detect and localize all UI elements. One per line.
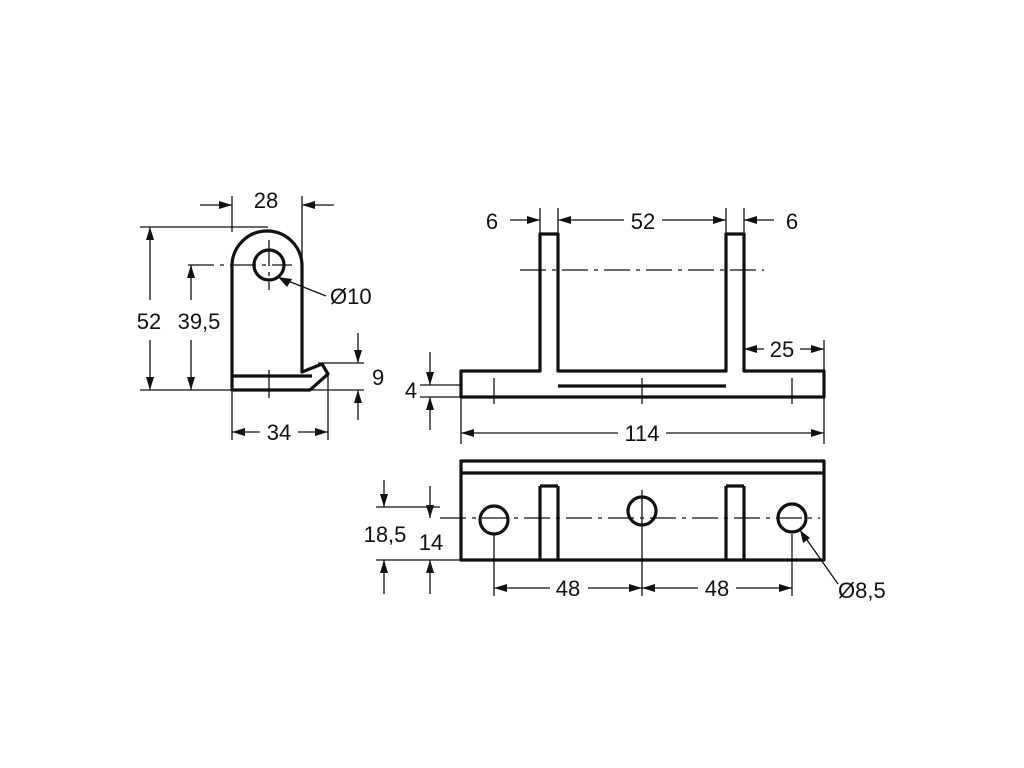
arrowhead [461, 429, 474, 437]
arrowhead [187, 265, 195, 278]
arrowhead [232, 428, 245, 436]
arrowhead [302, 201, 315, 209]
side-view-outline [230, 229, 330, 392]
arrowhead [744, 216, 757, 224]
arrowhead [380, 494, 388, 507]
dim-label-4: 4 [405, 378, 417, 403]
arrowhead [527, 216, 540, 224]
dim-label-52-height: 52 [137, 309, 161, 334]
top-view: 18,5 14 48 48 Ø8,5 [364, 459, 886, 603]
arrowhead [642, 584, 655, 592]
dim-label-52-span: 52 [631, 209, 655, 234]
dim-label-25: 25 [770, 337, 794, 362]
dim-label-48-right: 48 [705, 576, 729, 601]
side-view: 28 52 39,5 Ø10 9 34 [137, 188, 384, 445]
arrowhead [426, 560, 434, 573]
top-view-hole-right [776, 502, 808, 534]
arrowhead [811, 345, 824, 353]
dim-label-114: 114 [624, 421, 659, 446]
arrowhead [713, 216, 726, 224]
arrowhead [811, 429, 824, 437]
arrowhead [779, 584, 792, 592]
arrowhead [315, 428, 328, 436]
dim-label-9: 9 [372, 365, 384, 390]
front-view-outline [459, 232, 826, 399]
dim-label-18-5: 18,5 [364, 522, 407, 547]
dim-label-d10: Ø10 [330, 284, 372, 309]
arrowhead [146, 377, 154, 390]
dim-label-39-5: 39,5 [178, 309, 221, 334]
top-view-hole-left [478, 504, 510, 536]
dim-label-28: 28 [254, 188, 278, 213]
dim-label-14: 14 [419, 530, 443, 555]
front-view: 6 52 6 25 4 114 [405, 208, 826, 446]
dim-label-6-left: 6 [486, 209, 498, 234]
arrowhead [744, 345, 757, 353]
arrowhead [800, 530, 810, 543]
dim-label-34: 34 [267, 420, 291, 445]
arrowhead [146, 227, 154, 240]
arrowhead [629, 584, 642, 592]
arrowhead [278, 277, 292, 287]
arrowhead [494, 584, 507, 592]
dim-label-48-left: 48 [556, 576, 580, 601]
arrowhead [558, 216, 571, 224]
arrowhead [219, 201, 232, 209]
arrowhead [380, 560, 388, 573]
arrowhead [426, 397, 434, 410]
dim-label-d8-5: Ø8,5 [838, 578, 886, 603]
arrowhead [354, 350, 362, 363]
arrowhead [187, 377, 195, 390]
arrowhead [354, 390, 362, 403]
arrowhead [426, 505, 434, 518]
arrowhead [426, 372, 434, 385]
dim-label-6-right: 6 [786, 209, 798, 234]
